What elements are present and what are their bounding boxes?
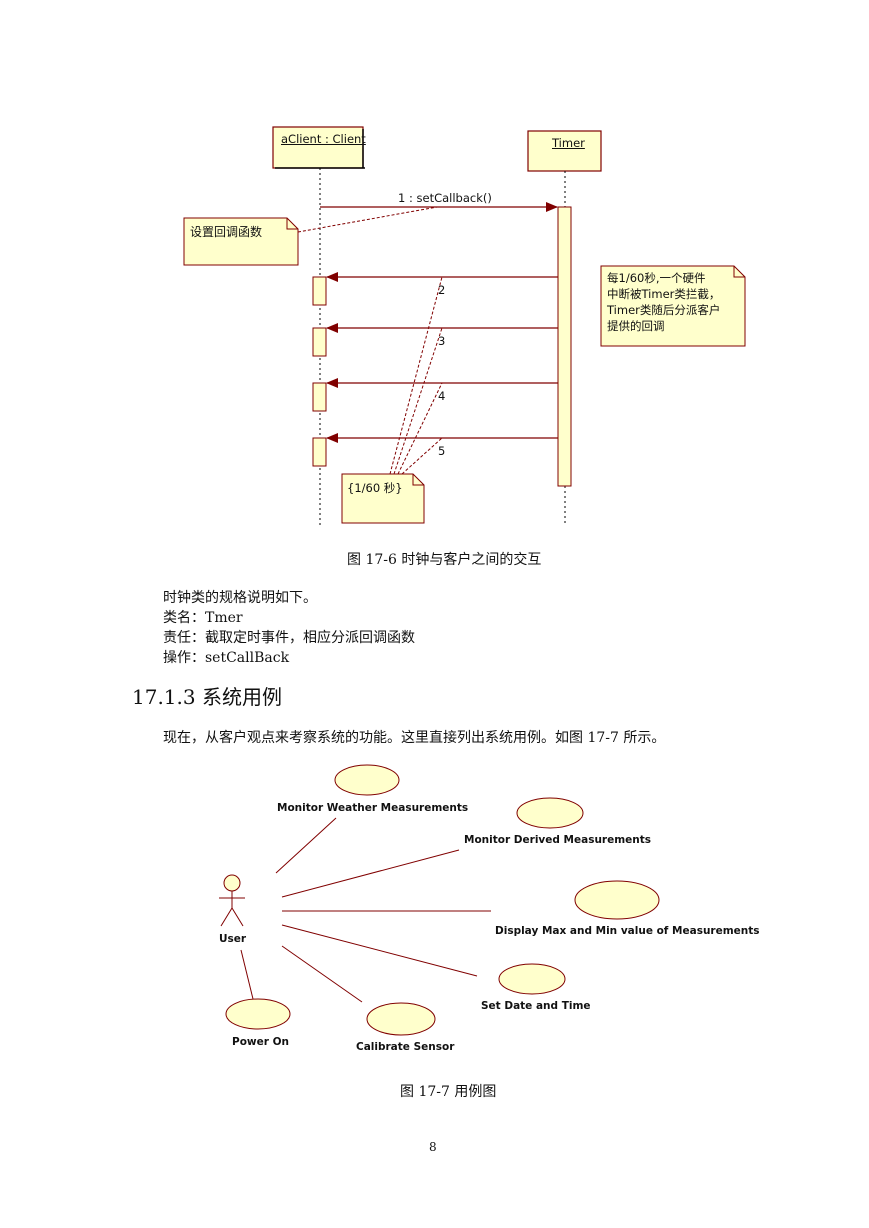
timer-object-label: Timer [552,136,585,150]
use-case-monitor-derived [516,797,584,829]
client-activation [312,437,327,467]
use-case-set-date-time [498,963,566,995]
use-case-power-on [225,998,291,1030]
power-on-label: Power On [232,1036,289,1048]
interrupt-note-box [600,265,746,347]
user-actor-icon [219,874,245,927]
spec-intro: 时钟类的规格说明如下。 [163,590,317,606]
monitor-derived-label: Monitor Derived Measurements [464,834,652,846]
set-date-time-label: Set Date and Time [481,1000,591,1012]
association-line [281,945,363,1003]
spec-class-name: 类名：Tmer [163,610,243,626]
figure-caption: 图 17-7 用例图 [400,1084,497,1100]
section-intro: 现在，从客户观点来考察系统的功能。这里直接列出系统用例。如图 17-7 所示。 [163,730,666,746]
note-anchor-line [297,206,438,233]
callback-number: 4 [438,389,446,403]
use-case-calibrate [366,1002,436,1036]
interval-note-box [341,473,425,524]
client-activation [312,382,327,412]
spec-operation: 操作：setCallBack [163,650,290,666]
sequence-diagram [183,126,746,525]
spec-responsibility: 责任：截取定时事件，相应分派回调函数 [163,630,415,646]
callback-number: 3 [438,334,446,348]
display-max-min-label: Display Max and Min value of Measurement… [495,925,760,937]
interrupt-note-text: 每1/60秒,一个硬件 中断被Timer类拦截， Timer类随后分派客户 提供… [607,271,721,333]
callback-note-text: 设置回调函数 [190,225,263,239]
association-line [275,817,337,874]
timer-object-box [527,130,602,172]
interval-anchor-line [389,276,443,475]
figure-caption: 图 17-6 时钟与客户之间的交互 [347,552,542,568]
interval-anchor-line [401,437,443,475]
setcallback-label: 1 : setCallback() [398,191,492,205]
client-object-box [272,126,364,169]
monitor-weather-label: Monitor Weather Measurements [277,802,469,814]
use-case-display-max-min [574,880,660,920]
use-case-monitor-weather [334,764,400,796]
client-object-label: aClient : Client [281,132,366,146]
interval-note-text: {1/60 秒} [347,481,403,495]
client-activation [312,327,327,357]
client-activation [312,276,327,306]
association-line [281,849,460,898]
association-line [281,924,478,977]
section-heading: 17.1.3 系统用例 [132,685,282,709]
page-number: 8 [429,1140,437,1154]
timer-activation [557,206,572,487]
calibrate-label: Calibrate Sensor [356,1041,455,1053]
association-line [240,949,254,1000]
interval-anchor-line [397,382,443,475]
callback-note-box [183,217,299,266]
callback-number: 5 [438,444,446,458]
callback-number: 2 [438,283,446,297]
user-actor-label: User [219,933,247,945]
interval-anchor-line [393,327,443,475]
